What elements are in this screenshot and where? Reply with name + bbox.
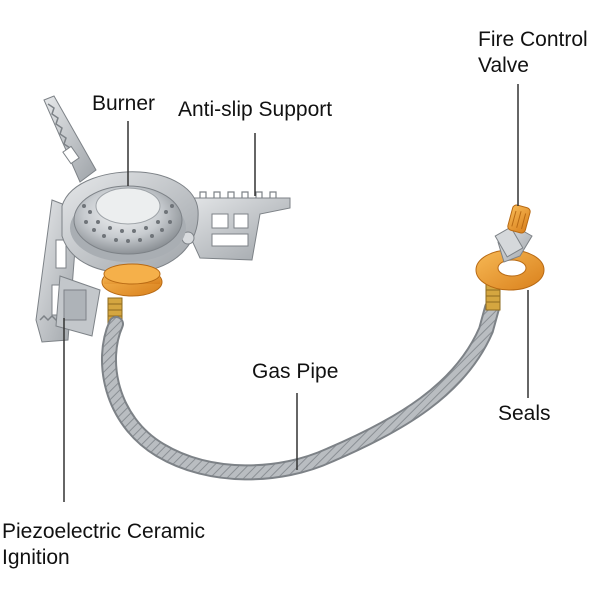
label-fire-control-valve-line2: Valve [478, 54, 529, 77]
fire-control-valve-knob [507, 204, 531, 234]
label-piezo-ignition-line1: Piezoelectric Ceramic [2, 520, 206, 543]
label-burner: Burner [92, 92, 156, 115]
brass-connector-valve [485, 283, 501, 311]
label-fire-control-valve-line1: Fire Control [478, 28, 588, 51]
label-anti-slip-support: Anti-slip Support [178, 98, 333, 121]
label-gas-pipe: Gas Pipe [252, 360, 339, 383]
pot-support-left-upper [43, 95, 97, 183]
label-piezo-ignition-line2: Ignition [2, 546, 70, 569]
burner-orange-ring [101, 263, 163, 297]
gas-pipe-hose [101, 300, 500, 481]
label-seals: Seals [498, 402, 551, 425]
seal-ring [475, 249, 545, 291]
piezo-ignition-unit [55, 275, 101, 337]
fire-control-valve-body [494, 225, 533, 263]
leader-lines [63, 84, 529, 502]
burner-head [70, 185, 186, 262]
